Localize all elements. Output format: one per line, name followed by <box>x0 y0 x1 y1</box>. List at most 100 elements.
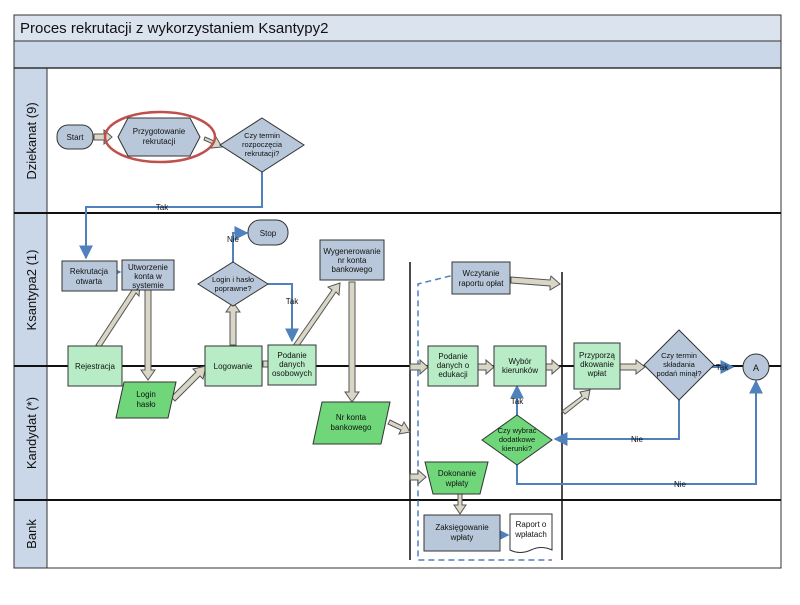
node-label: hasło <box>136 400 156 409</box>
node-label: rekrutacji? <box>245 149 280 158</box>
node-wczytanie-raportu: Wczytanie raportu opłat <box>451 261 511 295</box>
node-label: danych o <box>437 361 470 370</box>
node-label: wpłaty <box>450 533 474 542</box>
arrow-edukacja-to-wybor <box>477 358 495 376</box>
header-band <box>13 40 782 69</box>
edge-label-tak-1: Tak <box>156 203 169 212</box>
highlight-ring <box>103 110 217 164</box>
node-dokonanie-wplaty: Dokonanie wpłaty <box>424 461 489 495</box>
arrow-phase-to-edukacja <box>409 358 429 376</box>
diagram-title: Proces rekrutacji z wykorzystaniem Ksant… <box>20 20 328 37</box>
node-label: raportu opłat <box>459 279 505 288</box>
node-utworzenie-konta: Utworzenie konta w systemie <box>121 259 175 291</box>
node-label: Podanie <box>277 351 307 360</box>
arrow-phase-to-przyporzadkowanie <box>561 389 591 415</box>
node-label: Wczytanie <box>463 269 500 278</box>
node-label: Przyporzą <box>579 351 616 360</box>
decision-czy-termin-rozpoczecia: Czy termin rozpoczęcia rekrutacji? <box>219 117 305 173</box>
lane-label: Ksantypa2 (1) <box>24 250 39 331</box>
edge-label-nie-3: Nie <box>674 480 687 489</box>
title-bar <box>13 14 782 42</box>
edge-label-nie-1: Nie <box>227 235 240 244</box>
node-label: rekrutacji <box>143 137 176 146</box>
node-rekrutacja-otwarta: Rekrutacja otwarta <box>61 260 118 292</box>
arrow-przyporzadkowanie-to-decision <box>619 358 646 376</box>
node-label: nr konta <box>338 256 367 265</box>
lane-kandydat: Kandydat (*) <box>13 365 48 501</box>
node-label: Czy termin <box>244 131 280 140</box>
node-label: wpłat <box>587 369 607 378</box>
node-przyporzadkowanie-wplat: Przyporzą dkowanie wpłat <box>573 342 621 390</box>
node-label: rozpoczęcia <box>242 140 283 149</box>
node-label: wpłatach <box>514 530 547 539</box>
connector-nie-3 <box>516 379 763 485</box>
node-label: bankowego <box>331 423 372 432</box>
node-label: kierunki? <box>502 444 532 453</box>
arrow-wczytanie-to-phase <box>510 275 561 291</box>
dashed-group-boundary <box>417 270 552 561</box>
node-label: Czy wybrać <box>498 426 537 435</box>
node-label: Dokonanie <box>438 469 477 478</box>
node-label: Zaksięgowanie <box>435 523 489 532</box>
blue-connectors <box>79 168 763 542</box>
node-label: Nr konta <box>336 413 367 422</box>
lane-bank: Bank <box>13 499 48 569</box>
decision-login-poprawne: Login i hasło poprawne? <box>197 261 269 307</box>
lane-label-box <box>13 365 48 501</box>
node-label: Login i hasło <box>212 275 254 284</box>
pool-frame <box>13 14 782 569</box>
node-label: Rejestracja <box>75 362 116 371</box>
node-stop: Stop <box>247 219 289 246</box>
node-label: Logowanie <box>214 362 253 371</box>
node-label: Podanie <box>438 352 468 361</box>
connector-a: A <box>742 353 770 381</box>
edge-label-tak-2: Tak <box>286 297 299 306</box>
arrow-wygenerowanie-to-nrkonta <box>344 281 360 403</box>
connector-nie-2 <box>553 398 680 446</box>
lane-label: Dziekanat (9) <box>24 102 39 179</box>
node-label: Przygotowanie <box>133 127 186 136</box>
node-label: kierunków <box>502 366 538 375</box>
arrow-utworzenie-to-login <box>140 288 156 381</box>
edge-label-tak-4: Tak <box>716 363 729 372</box>
node-wygenerowanie-nr-konta: Wygenerowanie nr konta bankowego <box>319 239 385 281</box>
edge-label-nie-2: Nie <box>631 435 644 444</box>
arrow-nrkonta-to-phase <box>387 419 411 435</box>
document-raport-o-wplatach: Raport o wpłatach <box>509 513 553 553</box>
node-start-label: Start <box>67 133 85 142</box>
node-zaksiegowanie-wplaty: Zaksięgowanie wpłaty <box>423 514 501 552</box>
node-label: systemie <box>132 281 164 290</box>
node-label: osobowych <box>272 369 312 378</box>
node-label: edukacji <box>438 370 468 379</box>
node-label: Wybór <box>508 357 531 366</box>
hollow-arrows <box>93 128 646 515</box>
node-label: Czy termin <box>661 351 697 360</box>
node-label: wpłaty <box>445 479 469 488</box>
arrow-dokonanie-to-zaksiegowanie <box>453 493 467 515</box>
lane-label: Kandydat (*) <box>24 397 39 469</box>
edge-labels: Tak Nie Tak Tak Tak Nie Nie <box>156 203 729 489</box>
node-label: podań minął? <box>656 369 701 378</box>
node-label: otwarta <box>76 277 103 286</box>
node-label: Login <box>136 390 156 399</box>
arrow-start-to-prep <box>93 128 113 146</box>
node-rejestracja: Rejestracja <box>67 345 123 387</box>
lane-dziekanat: Dziekanat (9) <box>13 67 48 214</box>
lane-label-box <box>13 499 48 569</box>
node-podanie-danych-edukacji: Podanie danych o edukacji <box>427 345 479 387</box>
node-start: Start <box>56 124 94 150</box>
lane-ksantypa: Ksantypa2 (1) <box>13 212 48 367</box>
lane-label: Bank <box>24 519 39 549</box>
node-label: danych <box>279 360 305 369</box>
arrow-podanie-to-wygenerowanie <box>291 282 341 351</box>
node-login-haslo: Login hasło <box>115 381 177 419</box>
node-label: Raport o <box>516 520 547 529</box>
arrow-phase-to-dokonanie <box>409 468 427 486</box>
node-label: Wygenerowanie <box>323 247 381 256</box>
node-label: poprawne? <box>214 284 251 293</box>
connector-a-label: A <box>753 363 759 373</box>
connector-nie-1 <box>232 226 249 262</box>
arrow-logowanie-to-decision <box>225 301 241 346</box>
